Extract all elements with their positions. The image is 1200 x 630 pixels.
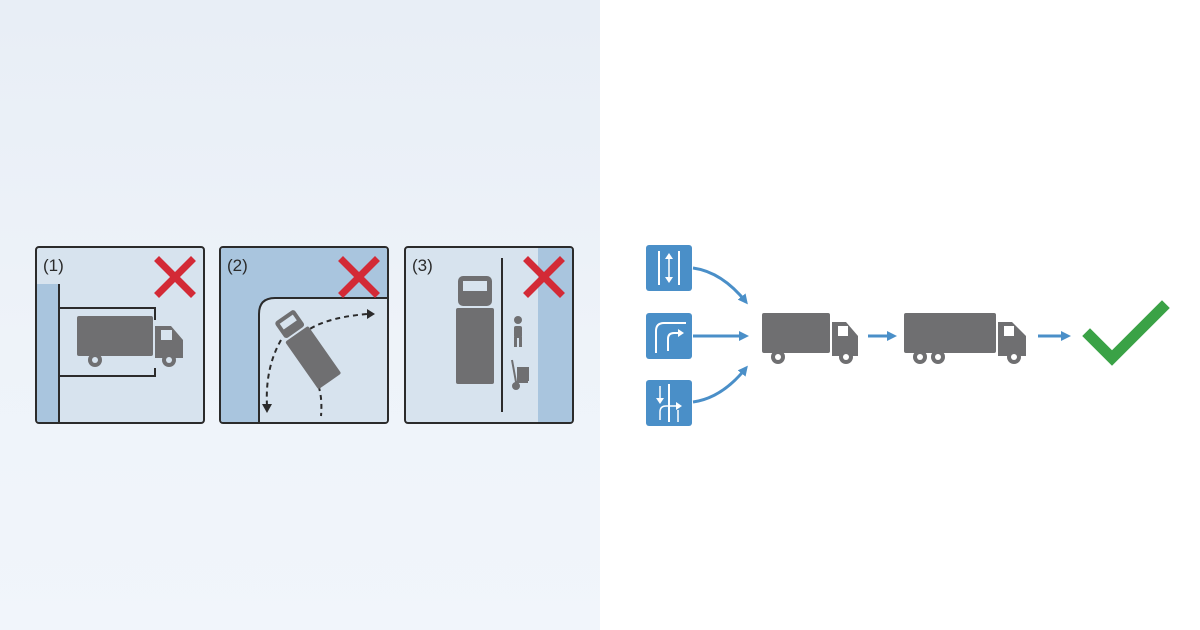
two-way-road-icon [646,245,692,291]
cross-icon [154,256,196,298]
dock-outline-bottom [59,368,156,377]
building-wall [37,284,59,422]
parked-truck-icon [456,276,494,384]
arrow-from-two-way [692,266,748,305]
hand-truck-icon [511,359,529,390]
box-truck-icon [762,313,858,364]
scene-2-drawing [221,248,387,422]
cross-icon [338,256,380,298]
turn-road-icon [646,313,692,359]
curb-outline [258,297,387,422]
pedestrian-icon [514,316,522,347]
lane-merge-icon [646,380,692,426]
scene-label: (2) [227,256,248,275]
cross-icon [523,256,565,298]
long-truck-icon [904,313,1026,364]
scene-3-panel: (3) [404,246,574,424]
flow-diagram [692,266,1170,404]
dock-outline-top [59,307,156,320]
scene-3-drawing [456,248,572,422]
right-panel [600,0,1200,630]
scene-label: (1) [43,256,64,275]
scene-2-panel: (2) [219,246,389,424]
box-truck-icon [77,316,183,367]
check-icon [1082,300,1170,366]
scene-1-panel: (1) [35,246,205,424]
arrow-from-merge [692,365,748,404]
turning-truck-icon [275,310,341,389]
scene-label: (3) [412,256,433,275]
scene-1-drawing [37,256,196,422]
left-panel: (1) (2) [0,0,600,630]
